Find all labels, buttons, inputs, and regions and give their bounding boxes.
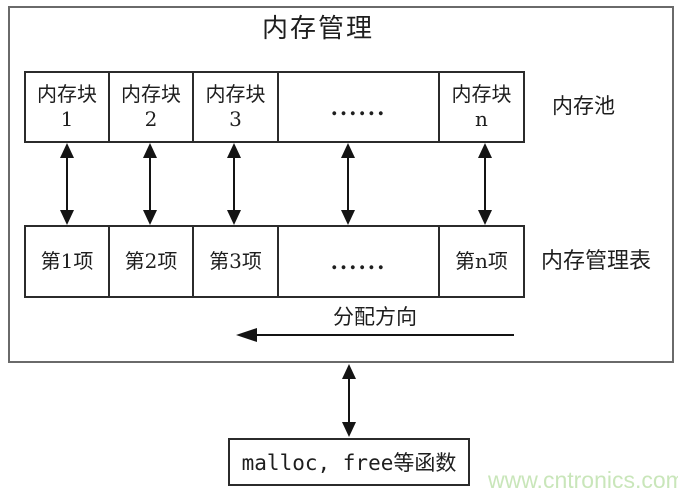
arrow-shaft [484,156,486,212]
memory-block-index: 3 [229,107,242,131]
diagram-title: 内存管理 [261,14,374,44]
table-item-text: 第3项 [209,249,262,273]
table-item-cell-2: 第2项 [108,227,192,296]
arrow-shaft [233,156,235,212]
memory-block-cell-1: 内存块 1 [26,73,108,141]
arrow-shaft [347,156,349,212]
memory-block-ellipsis-cell: ...... [277,73,438,141]
arrowhead-up [227,143,241,158]
double-arrow-icon [226,143,242,225]
double-arrow-icon [340,143,356,225]
memory-table-row: 第1项 第2项 第3项 ...... 第n项 [24,225,525,298]
function-box: malloc, free等函数 [228,438,470,486]
table-item-text: 第2项 [124,249,178,273]
double-arrow-icon [59,143,75,225]
double-arrow-icon [142,143,158,225]
memory-block-index: 2 [144,107,158,131]
memory-block-name: 内存块 [205,82,266,106]
memory-management-outer-box [8,6,674,363]
function-box-label: malloc, free等函数 [241,451,457,475]
memory-block-cell-3: 内存块 3 [192,73,277,141]
ellipsis-text: ...... [330,249,387,274]
arrow-shaft [149,156,151,212]
table-item-ellipsis-cell: ...... [277,227,438,296]
arrowhead-down [227,210,241,225]
arrowhead-down [143,210,157,225]
arrowhead-up [341,143,355,158]
arrowhead-down [478,210,492,225]
arrowhead-down [60,210,74,225]
table-item-text: 第1项 [40,249,94,273]
memory-pool-label: 内存池 [552,94,615,118]
double-arrow-icon [477,143,493,225]
arrowhead-down [342,422,356,437]
arrowhead-up [60,143,74,158]
arrowhead-up [143,143,157,158]
table-item-cell-n: 第n项 [438,227,523,296]
arrow-shaft [348,377,350,424]
arrow-shaft [66,156,68,212]
table-item-cell-1: 第1项 [26,227,108,296]
left-arrowhead-icon [236,328,257,342]
memory-pool-row: 内存块 1 内存块 2 内存块 3 ...... 内存块 n [24,71,525,143]
memory-block-cell-n: 内存块 n [438,73,523,141]
memory-table-label: 内存管理表 [541,249,652,274]
ellipsis-text: ...... [330,94,387,120]
memory-block-cell-2: 内存块 2 [108,73,192,141]
allocation-arrow-shaft [248,334,514,336]
arrowhead-up [478,143,492,158]
watermark-text: www.cntronics.com [488,467,678,493]
memory-block-index: n [475,107,488,131]
memory-block-name: 内存块 [451,82,512,106]
allocation-direction-label: 分配方向 [333,305,417,329]
memory-block-name: 内存块 [121,82,181,106]
double-arrow-icon [341,364,357,437]
memory-block-index: 1 [60,107,74,131]
arrowhead-up [342,364,356,379]
memory-block-name: 内存块 [37,82,97,106]
table-item-text: 第n项 [455,249,508,273]
table-item-cell-3: 第3项 [192,227,277,296]
arrowhead-down [341,210,355,225]
